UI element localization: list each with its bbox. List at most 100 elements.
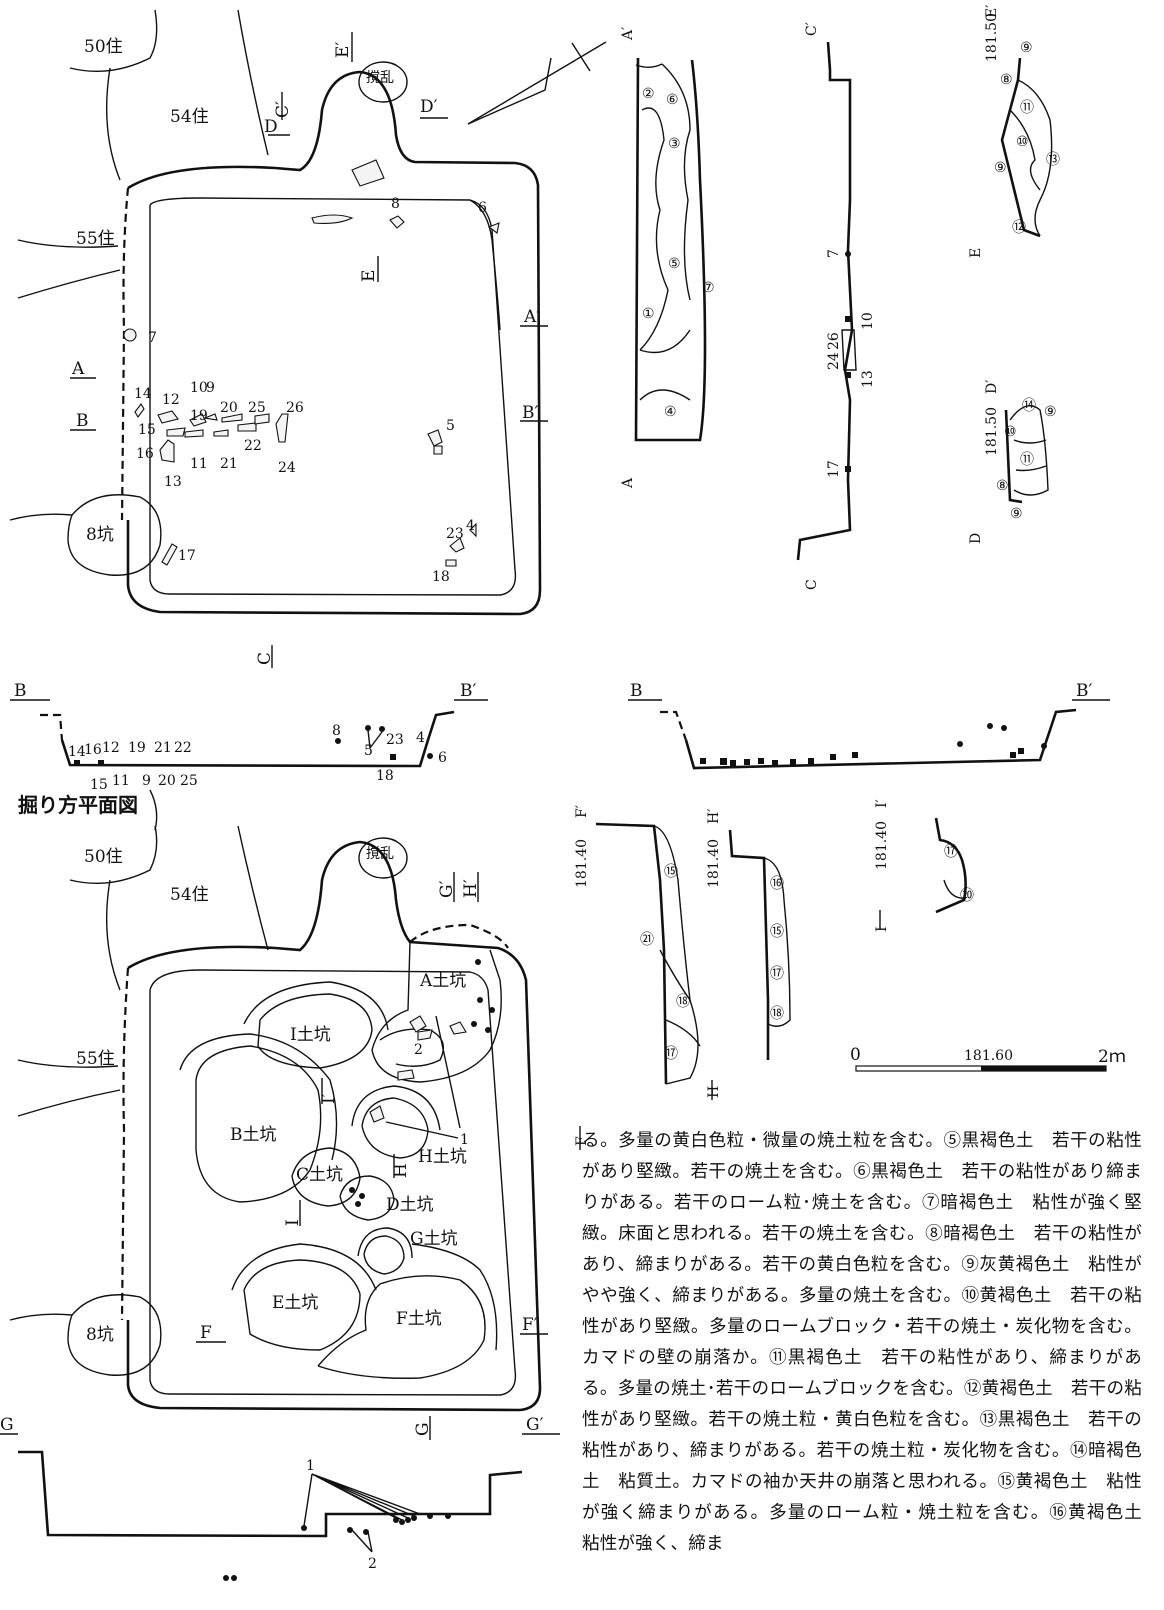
svg-text:H: H <box>706 1086 722 1098</box>
lower-plan: 掘り方平面図 <box>9 789 548 1440</box>
svg-text:11: 11 <box>112 773 130 789</box>
svg-text:⑰: ⑰ <box>664 1046 678 1062</box>
svg-text:B′: B′ <box>1076 681 1092 701</box>
svg-text:4: 4 <box>466 518 475 534</box>
plan-upper-house-54: 54住 <box>170 107 209 127</box>
house-50-outline <box>69 9 158 72</box>
plan-upper-disturbance: 撹乱 <box>366 70 394 86</box>
dwelling-wall-dashed <box>120 187 130 521</box>
svg-text:I′: I′ <box>874 799 890 808</box>
section-c-c: C′ C 7 10 26 24 13 17 <box>796 22 876 590</box>
svg-text:15: 15 <box>138 422 156 438</box>
svg-text:15: 15 <box>90 777 108 793</box>
svg-text:H′: H′ <box>706 809 722 824</box>
svg-text:13: 13 <box>860 370 876 388</box>
svg-text:1: 1 <box>460 1132 469 1148</box>
svg-text:F: F <box>200 1323 212 1343</box>
section-h-h: 181.40 H′ H ⑯ ⑮ ⑰ ⑱ <box>706 809 791 1100</box>
pit-b-outline <box>195 1045 322 1203</box>
mark-d: D <box>264 117 278 137</box>
svg-text:G′: G′ <box>526 1415 544 1435</box>
svg-text:12: 12 <box>102 740 120 756</box>
mark-b: B <box>76 411 89 431</box>
svg-text:1: 1 <box>306 1458 315 1474</box>
dwelling-outer-wall <box>126 70 542 616</box>
house-54-outline-right <box>237 9 269 156</box>
lower-dwelling-outer-wall <box>126 840 542 1412</box>
mark-a-prime: A′ <box>523 307 540 327</box>
artifact-stones <box>123 215 500 567</box>
svg-text:⑩: ⑩ <box>1004 424 1017 440</box>
pit-d-outline <box>339 1175 395 1221</box>
svg-text:⑯: ⑯ <box>770 876 784 892</box>
svg-text:①: ① <box>642 306 655 322</box>
svg-text:D: D <box>968 533 984 544</box>
svg-text:2ｍ: 2ｍ <box>1098 1047 1126 1067</box>
svg-text:5: 5 <box>446 418 455 434</box>
section-a-a: A′ A ② ⑥ ③ ⑤ ⑦ ① ④ <box>620 27 715 489</box>
svg-text:F′: F′ <box>522 1315 538 1335</box>
svg-text:⑨: ⑨ <box>1020 40 1033 56</box>
label-pit-i: I土坑 <box>290 1025 331 1045</box>
svg-text:G: G <box>413 1422 433 1436</box>
section-f-f: 181.40 F′ F ⑮ ㉑ ⑱ ⑰ <box>574 805 701 1150</box>
pit-8-line <box>9 513 73 521</box>
svg-text:21: 21 <box>154 740 172 756</box>
section-cc-end: C <box>804 579 820 590</box>
mark-e: E <box>359 270 379 282</box>
svg-text:16: 16 <box>84 742 102 758</box>
svg-text:B′: B′ <box>460 681 476 701</box>
svg-text:18: 18 <box>432 569 450 585</box>
section-b-b-lower: B B′ <box>628 681 1110 770</box>
svg-text:9: 9 <box>206 380 215 396</box>
disturbance-ellipse <box>358 61 408 103</box>
section-d-d: 181.50 D′ D ⑭ ⑨ ⑩ ⑪ ⑧ ⑨ <box>968 380 1057 544</box>
svg-text:8: 8 <box>332 723 341 739</box>
label-pit-d: D土坑 <box>386 1195 434 1215</box>
svg-text:⑧: ⑧ <box>996 478 1009 494</box>
svg-text:54住: 54住 <box>170 885 209 905</box>
label-pit-g: G土坑 <box>410 1229 458 1249</box>
svg-text:I: I <box>283 1219 303 1226</box>
svg-text:11: 11 <box>190 456 208 472</box>
svg-text:E′: E′ <box>984 5 1000 18</box>
svg-text:25: 25 <box>180 773 198 789</box>
section-dd-elevation: 181.50 <box>984 407 1000 456</box>
plan-upper-house-55: 55住 <box>76 229 115 249</box>
svg-text:⑫: ⑫ <box>1012 220 1026 236</box>
svg-text:⑰: ⑰ <box>770 966 784 982</box>
svg-text:⑭: ⑭ <box>1022 398 1036 414</box>
section-aa-end-prime: A′ <box>620 27 636 41</box>
svg-text:㉑: ㉑ <box>640 932 654 948</box>
mark-a: A <box>71 359 85 379</box>
mark-d-prime: D′ <box>420 97 438 117</box>
svg-text:⑱: ⑱ <box>676 994 690 1010</box>
section-hh-elevation: 181.40 <box>706 839 722 888</box>
svg-text:13: 13 <box>164 474 182 490</box>
scale-bar: 0 181.60 2ｍ <box>850 1045 1126 1072</box>
pit-8-outline <box>67 494 162 576</box>
svg-text:24: 24 <box>278 460 296 476</box>
svg-text:2: 2 <box>414 1042 423 1058</box>
svg-text:12: 12 <box>162 392 180 408</box>
svg-text:23: 23 <box>446 526 464 542</box>
svg-text:I′: I′ <box>319 1093 339 1104</box>
svg-text:4: 4 <box>416 730 425 746</box>
plan-upper-pit-8: 8坑 <box>86 525 114 545</box>
svg-text:⑮: ⑮ <box>770 924 784 940</box>
svg-text:8: 8 <box>391 196 400 212</box>
svg-text:⑱: ⑱ <box>770 1006 784 1022</box>
svg-text:9: 9 <box>142 773 151 789</box>
svg-text:23: 23 <box>386 732 404 748</box>
svg-text:撹乱: 撹乱 <box>366 846 394 862</box>
svg-text:⑦: ⑦ <box>702 280 715 296</box>
section-bb-upper-numbers: 14 16 12 19 21 22 15 11 9 20 25 8 5 23 1… <box>68 723 447 793</box>
section-aa-end: A <box>620 477 636 489</box>
svg-text:⑳: ⑳ <box>960 888 974 904</box>
svg-text:G′: G′ <box>437 880 457 898</box>
svg-text:⑩: ⑩ <box>1016 134 1029 150</box>
pit-h-outline <box>361 1097 429 1159</box>
svg-text:⑪: ⑪ <box>1020 452 1034 468</box>
svg-text:6: 6 <box>478 200 487 216</box>
